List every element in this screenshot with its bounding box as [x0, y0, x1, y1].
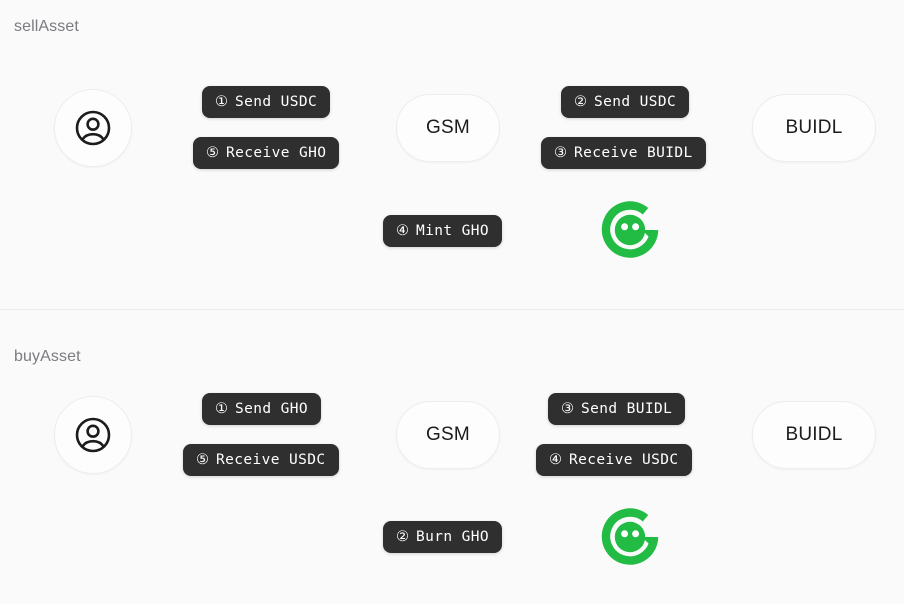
chip-buy-step-4[interactable]: ④ Receive USDC: [536, 444, 692, 476]
chip-buy-step-3[interactable]: ③ Send BUIDL: [548, 393, 686, 425]
node-buidl-sell-label: BUIDL: [785, 117, 843, 138]
chip-sell-step-1-number: ①: [215, 93, 228, 110]
chip-sell-step-4-number: ④: [396, 222, 409, 239]
node-gsm-sell-label: GSM: [426, 117, 470, 138]
user-avatar-icon: [75, 417, 111, 453]
chip-sell-step-2-label: Send USDC: [594, 93, 677, 110]
user-avatar-icon: [75, 110, 111, 146]
chip-buy-step-2-number: ②: [396, 528, 409, 545]
chip-buy-step-1[interactable]: ① Send GHO: [202, 393, 322, 425]
gho-logo-buy: [597, 504, 663, 570]
chip-sell-step-5[interactable]: ⑤ Receive GHO: [193, 137, 340, 169]
chip-sell-step-4-label: Mint GHO: [416, 222, 490, 239]
node-gsm-sell[interactable]: GSM: [396, 94, 500, 162]
gho-logo-icon: [601, 201, 659, 258]
chip-sell-step-4[interactable]: ④ Mint GHO: [383, 215, 503, 247]
section-sell-asset: sellAsset GSM BUIDL: [14, 18, 876, 263]
chip-buy-step-5[interactable]: ⑤ Receive USDC: [183, 444, 339, 476]
chip-buy-step-2[interactable]: ② Burn GHO: [383, 521, 503, 553]
chip-sell-step-3-number: ③: [554, 144, 567, 161]
node-user-sell[interactable]: [54, 89, 132, 167]
node-user-buy[interactable]: [54, 396, 132, 474]
chip-buy-step-4-number: ④: [549, 451, 562, 468]
chip-sell-step-3[interactable]: ③ Receive BUIDL: [541, 137, 706, 169]
chip-sell-step-2-number: ②: [574, 93, 587, 110]
node-buidl-buy[interactable]: BUIDL: [752, 401, 876, 469]
chip-buy-step-3-label: Send BUIDL: [581, 400, 673, 417]
section-title-buy-asset: buyAsset: [14, 348, 81, 365]
section-title-sell-asset: sellAsset: [14, 18, 79, 35]
gho-logo-sell: [597, 197, 663, 263]
chip-sell-step-1-label: Send USDC: [235, 93, 318, 110]
chip-buy-step-3-number: ③: [561, 400, 574, 417]
chip-sell-step-5-number: ⑤: [206, 144, 219, 161]
chip-sell-step-2[interactable]: ② Send USDC: [561, 86, 690, 118]
section-buy-asset: buyAsset GSM BUIDL: [0, 310, 904, 604]
chip-buy-step-1-label: Send GHO: [235, 400, 309, 417]
chip-sell-step-5-label: Receive GHO: [226, 144, 327, 161]
node-gsm-buy[interactable]: GSM: [396, 401, 500, 469]
node-buidl-buy-label: BUIDL: [785, 424, 843, 445]
chip-buy-step-1-number: ①: [215, 400, 228, 417]
chip-sell-step-1[interactable]: ① Send USDC: [202, 86, 331, 118]
chip-buy-step-4-label: Receive USDC: [569, 451, 679, 468]
node-gsm-buy-label: GSM: [426, 424, 470, 445]
chip-buy-step-5-label: Receive USDC: [216, 451, 326, 468]
chip-sell-step-3-label: Receive BUIDL: [574, 144, 693, 161]
gho-logo-icon: [601, 508, 659, 565]
node-buidl-sell[interactable]: BUIDL: [752, 94, 876, 162]
chip-buy-step-5-number: ⑤: [196, 451, 209, 468]
section-divider: [0, 309, 904, 310]
chip-buy-step-2-label: Burn GHO: [416, 528, 490, 545]
